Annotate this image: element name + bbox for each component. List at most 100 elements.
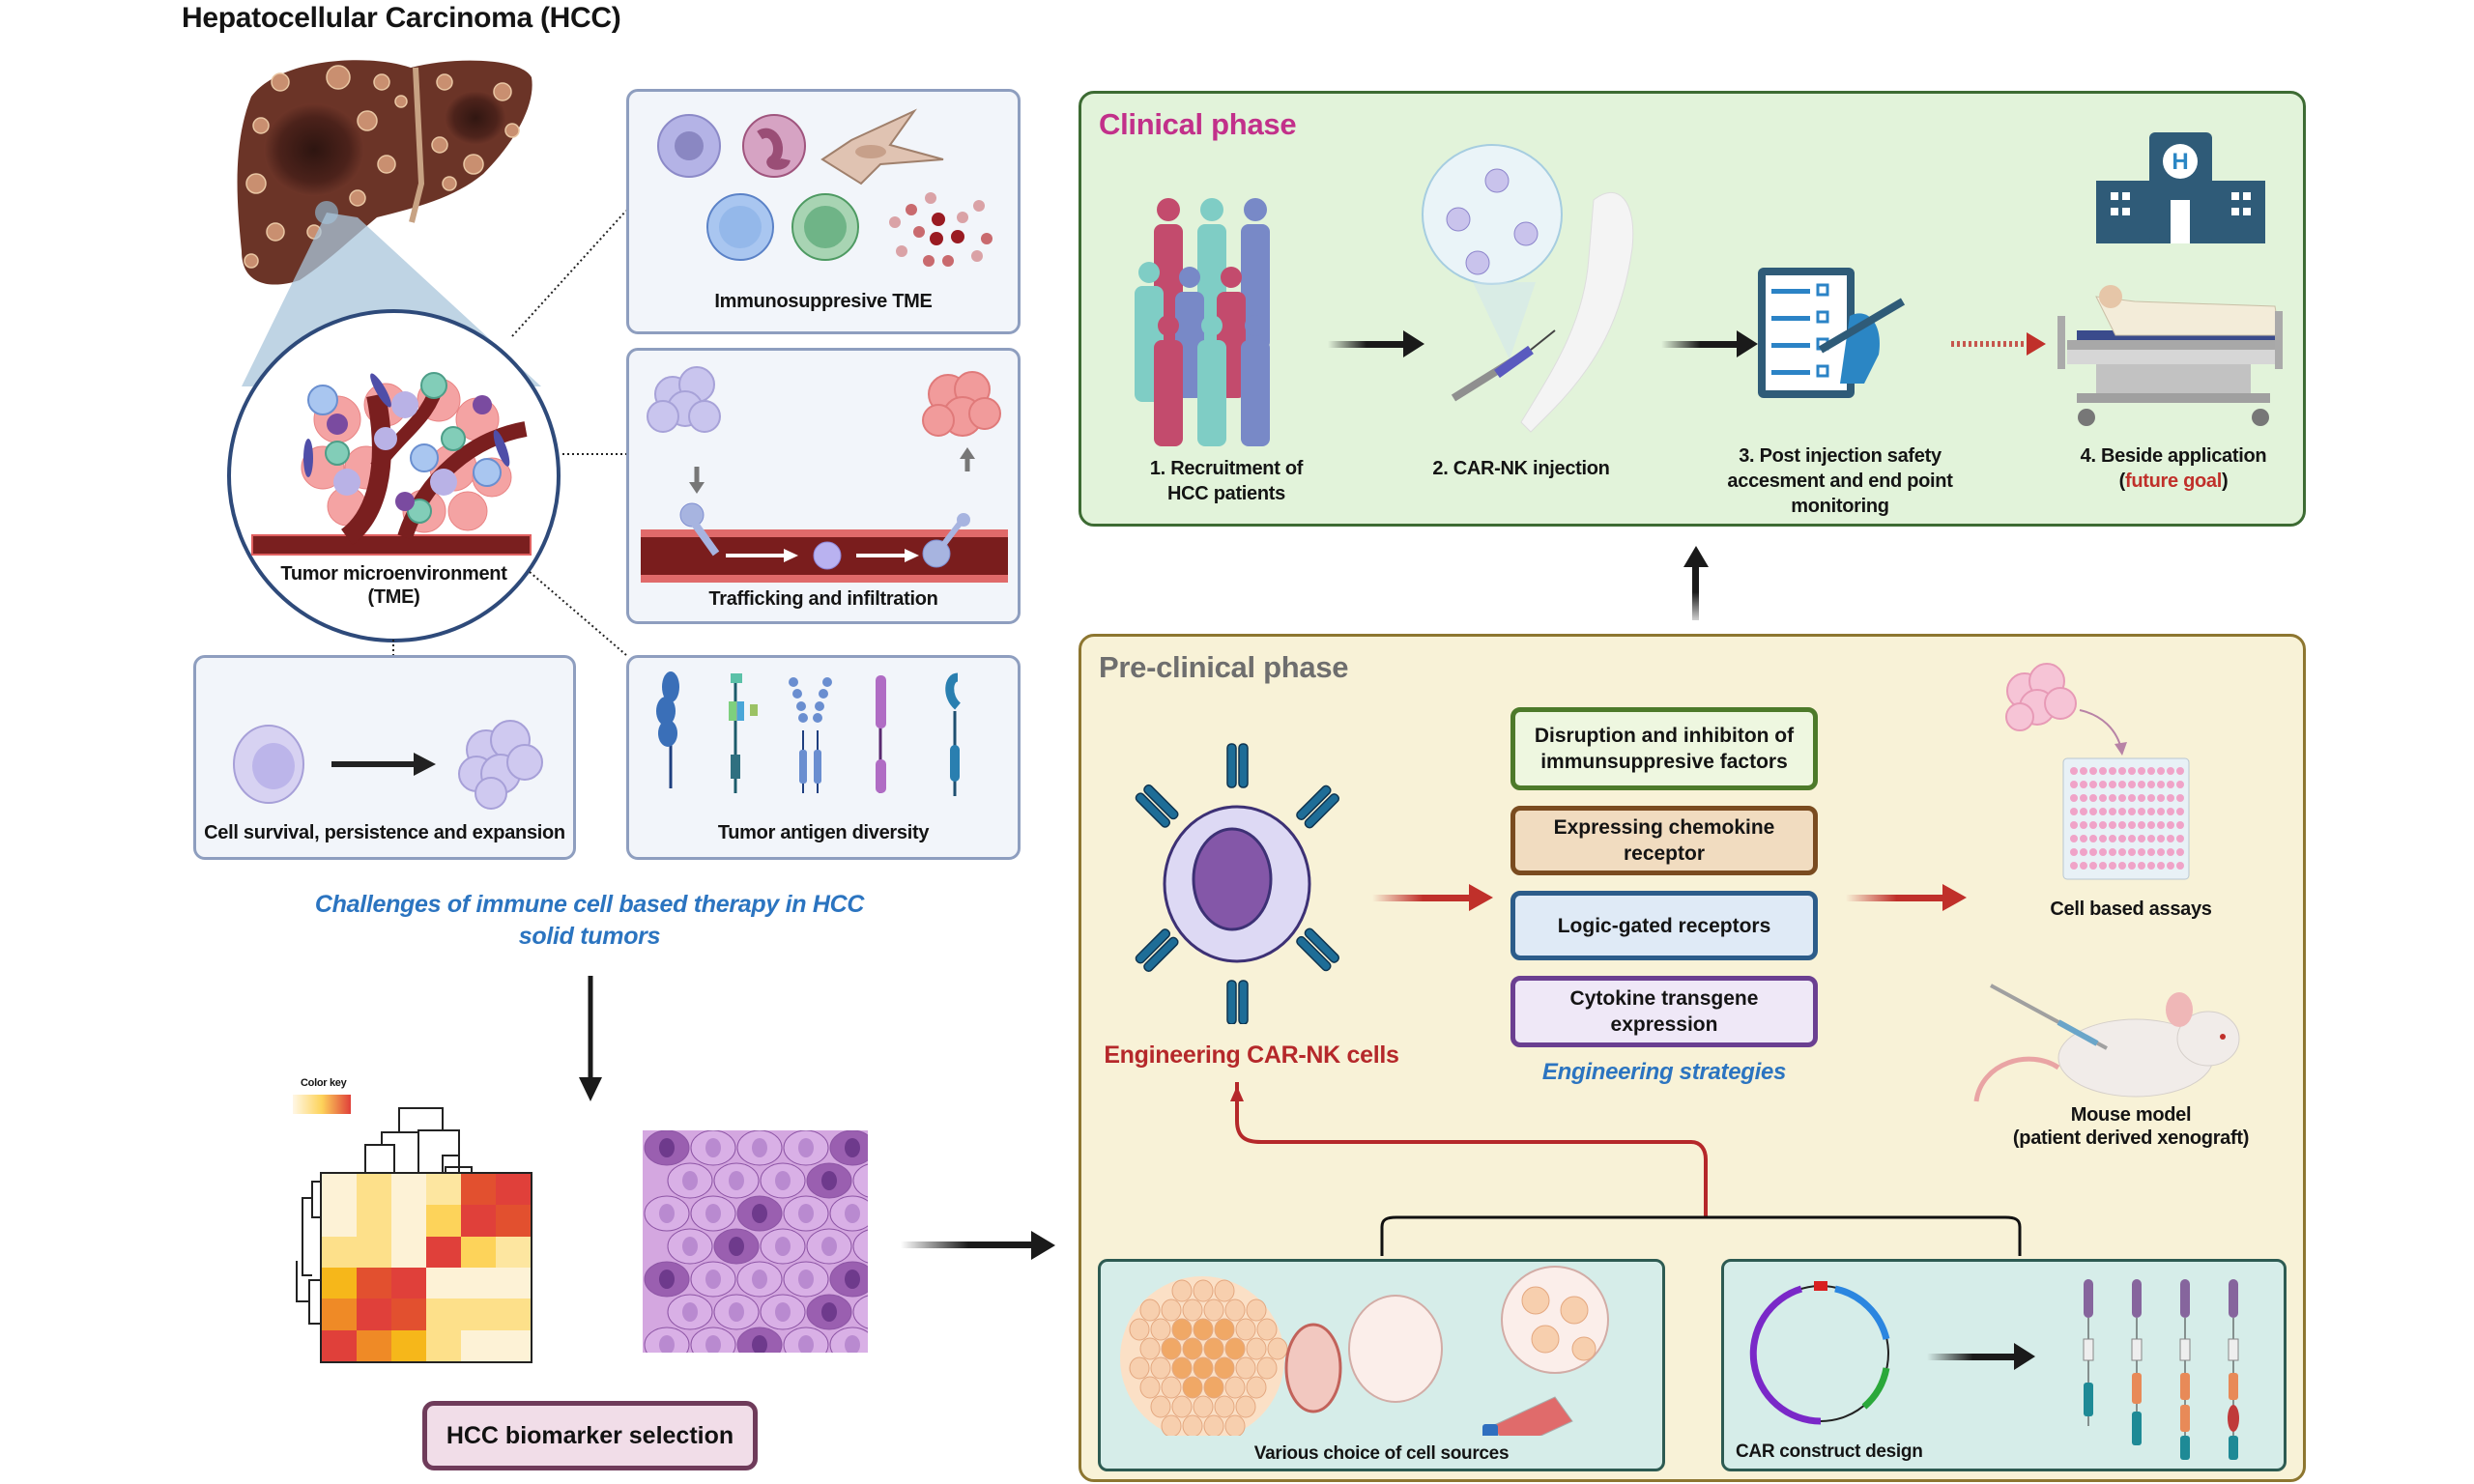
fibroblast-icon xyxy=(820,108,944,186)
bracket-line xyxy=(1380,1215,2022,1256)
antigen-1-icon xyxy=(656,671,679,788)
cytokines-icon xyxy=(889,192,992,267)
cell-based-assay-icon xyxy=(2005,663,2190,880)
heatmap-cell xyxy=(391,1267,426,1299)
svg-text:H: H xyxy=(2172,149,2188,175)
cell-cluster-pink-icon xyxy=(2005,663,2077,731)
tumor-cluster-icon xyxy=(922,371,1001,437)
heatmap-cell xyxy=(426,1298,461,1330)
patients-group-icon xyxy=(1135,198,1270,446)
heatmap-cell xyxy=(322,1267,357,1299)
cell-cluster-icon xyxy=(458,720,543,810)
strategy-chemokine: Expressing chemokine receptor xyxy=(1510,806,1818,875)
heatmap-cell xyxy=(357,1267,391,1299)
heatmap-cell xyxy=(357,1205,391,1237)
heatmap-cell xyxy=(461,1267,496,1299)
arrow-right-icon xyxy=(414,753,436,776)
immune-cluster-icon xyxy=(647,366,721,433)
clinical-phase-panel: Clinical phase xyxy=(1079,91,2306,527)
heatmap-cell xyxy=(496,1298,531,1330)
car-construct-illustration xyxy=(1749,1279,2239,1460)
car-construct-box: CAR construct design xyxy=(1721,1259,2287,1471)
heatmap-cell xyxy=(357,1236,391,1268)
strategy-3-line1: Logic-gated receptors xyxy=(1557,914,1771,937)
future-goal-highlight: future goal xyxy=(2124,471,2223,492)
step-2-label: 2. CAR-NK injection xyxy=(1432,458,1610,479)
heatmap-cell xyxy=(322,1298,357,1330)
mouse-line1: Mouse model xyxy=(2070,1104,2192,1126)
step-4-line2: (future goal) xyxy=(2048,469,2299,494)
step-3-label: 3. Post injection safety accesment and e… xyxy=(1681,443,1999,519)
liver-illustration xyxy=(237,60,532,285)
heatmap-cell xyxy=(426,1236,461,1268)
step-3-line3: monitoring xyxy=(1791,496,1889,517)
engineering-car-nk-label: Engineering CAR-NK cells xyxy=(1104,1042,1399,1069)
immune-cells-icons xyxy=(657,108,992,267)
tme-label-line2: (TME) xyxy=(367,586,420,608)
step-4-paren-close: ) xyxy=(2222,471,2229,492)
heatmap-cell xyxy=(391,1298,426,1330)
step-3-line2: accesment and end point xyxy=(1727,471,1953,492)
car-nk-injection-icon xyxy=(1422,144,1634,433)
heatmap-cell xyxy=(322,1205,357,1237)
figure-title: Hepatocellular Carcinoma (HCC) xyxy=(182,2,621,34)
tme-label: Tumor microenvironment (TME) xyxy=(231,562,557,609)
heatmap-cell xyxy=(496,1329,531,1361)
antigen-receptors-illustration xyxy=(656,671,962,796)
antigen-3-icon xyxy=(789,677,832,793)
strategy-cytokine: Cytokine transgene expression xyxy=(1510,976,1818,1047)
hospital-icon: H xyxy=(2096,132,2265,243)
step-1-line1: 1. Recruitment of xyxy=(1149,458,1304,479)
cell-sources-label: Various choice of cell sources xyxy=(1253,1443,1510,1464)
tme-circle: Tumor microenvironment (TME) xyxy=(227,309,561,642)
mouse-model-label: Mouse model (patient derived xenograft) xyxy=(1991,1103,2271,1150)
heatmap-cell xyxy=(357,1174,391,1206)
antigen-4-icon xyxy=(876,675,886,793)
step-4-line1: 4. Beside application xyxy=(2080,445,2267,467)
car-generation-3-icon xyxy=(2179,1279,2191,1460)
arrow-up-icon xyxy=(1683,546,1709,620)
mouse-model-icon xyxy=(1973,984,2240,1102)
car-nk-cell-icon xyxy=(1135,743,1340,1024)
connector-antigen xyxy=(529,571,627,656)
panel-immunosuppressive-tme: Immunosuppresive TME xyxy=(626,89,1021,334)
panel-cell-survival: Cell survival, persistence and expansion xyxy=(193,655,576,860)
step-4-label: 4. Beside application (future goal) xyxy=(2048,443,2299,494)
color-key-gradient xyxy=(293,1095,351,1114)
arrow-2-icon xyxy=(1661,330,1758,357)
stem-cells-zoom-icon xyxy=(1348,1295,1443,1403)
step-1-line2: HCC patients xyxy=(1167,483,1285,504)
heatmap-cell xyxy=(496,1205,531,1237)
heatmap-cell xyxy=(322,1329,357,1361)
heatmap-cell xyxy=(357,1298,391,1330)
red-arrow-to-strategies-icon xyxy=(1372,884,1493,911)
arrow-down-icon xyxy=(579,976,602,1101)
label-cell-survival: Cell survival, persistence and expansion xyxy=(204,822,565,843)
heatmap-cell xyxy=(461,1174,496,1206)
strategy-2-line2: receptor xyxy=(1623,842,1705,865)
panel-tumor-antigen: Tumor antigen diversity xyxy=(626,655,1021,860)
connector-immunosuppressive xyxy=(511,210,627,337)
strategy-4-line1: Cytokine transgene xyxy=(1569,987,1759,1010)
checklist-monitoring-icon xyxy=(1758,268,1906,398)
well-plate-icon xyxy=(2062,757,2190,880)
step-1-label: 1. Recruitment of HCC patients xyxy=(1120,456,1333,506)
cell-sources-box: Various choice of cell sources xyxy=(1098,1259,1665,1471)
label-tumor-antigen: Tumor antigen diversity xyxy=(717,822,930,843)
heatmap-cell xyxy=(391,1329,426,1361)
arrow-1-icon xyxy=(1328,330,1424,357)
strategy-2-line1: Expressing chemokine xyxy=(1553,816,1775,839)
heatmap-cell xyxy=(426,1174,461,1206)
strategy-4-line2: expression xyxy=(1610,1013,1718,1036)
heatmap-cell xyxy=(391,1174,426,1206)
heatmap-cell xyxy=(391,1205,426,1237)
strategy-logic-gated: Logic-gated receptors xyxy=(1510,891,1818,960)
challenges-line2: solid tumors xyxy=(518,923,661,950)
heatmap-cell xyxy=(357,1329,391,1361)
car-construct-label: CAR construct design xyxy=(1736,1441,1923,1462)
antigen-2-icon xyxy=(729,673,758,793)
hospital-bed-icon xyxy=(2057,285,2283,426)
arrow-right-to-preclinical-icon xyxy=(901,1231,1055,1260)
dotted-connectors xyxy=(392,210,627,656)
heatmap-cell xyxy=(461,1298,496,1330)
